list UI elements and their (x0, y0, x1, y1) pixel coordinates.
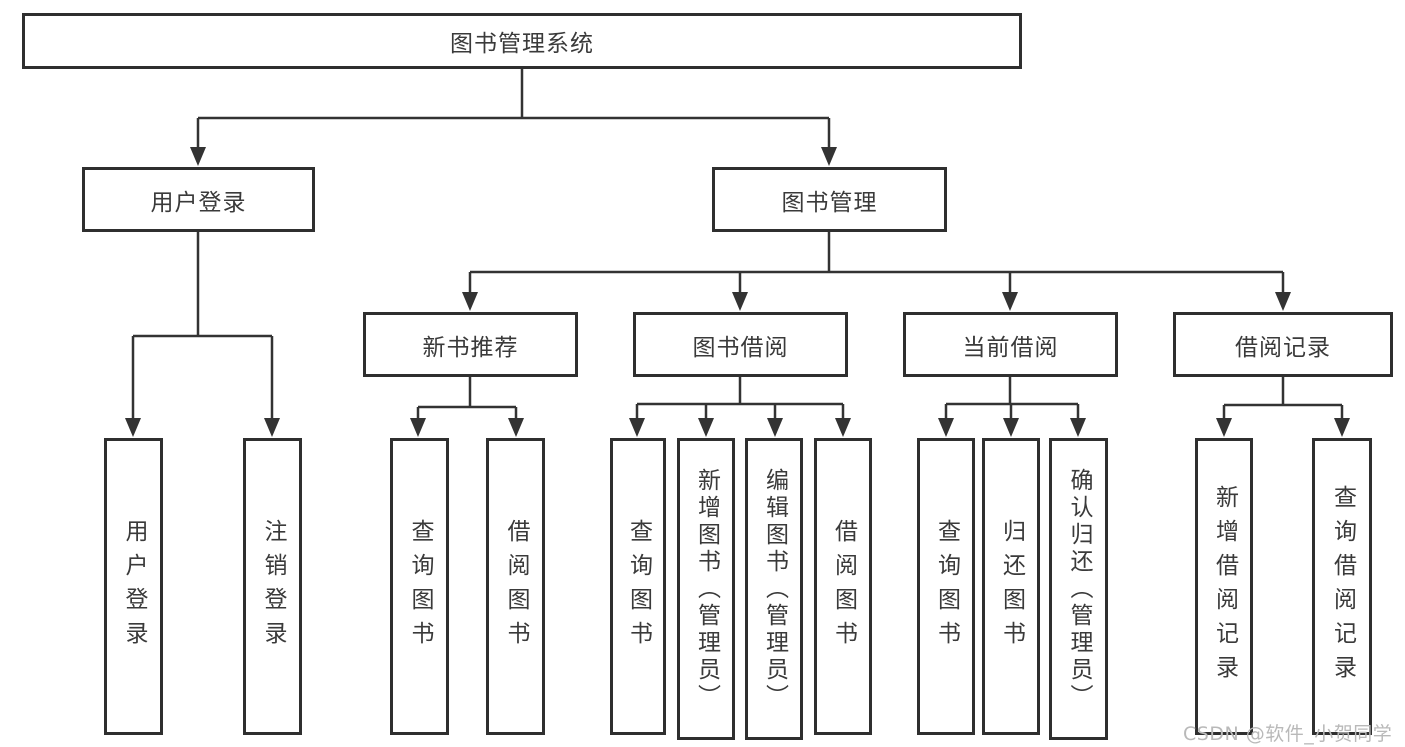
node-label: 归还图书 (998, 518, 1025, 655)
node-leaf-borrow-books-2: 借阅图书 (814, 438, 872, 735)
node-leaf-query-borrow-record: 查询借阅记录 (1312, 438, 1372, 735)
arrowhead (767, 418, 783, 437)
arrowhead (732, 292, 748, 311)
arrowhead (410, 418, 426, 437)
connector-mgmt-to-modules (468, 232, 1285, 294)
connector-recommend-to-leaves (416, 376, 518, 420)
arrowhead (821, 147, 837, 166)
node-book-borrow: 图书借阅 (633, 312, 848, 377)
node-label: 当前借阅 (962, 334, 1059, 361)
arrowhead (190, 147, 206, 166)
arrowhead (1002, 292, 1018, 311)
node-label: 新书推荐 (422, 334, 519, 361)
node-leaf-confirm-return-admin: 确认归还（管理员） (1049, 438, 1108, 740)
node-current-borrow: 当前借阅 (903, 312, 1118, 377)
node-leaf-logout: 注销登录 (243, 438, 302, 735)
csdn-watermark: CSDN @软件_小贺同学 (1183, 723, 1393, 745)
node-user-login: 用户登录 (82, 167, 315, 232)
node-label: 图书管理 (781, 189, 878, 216)
connector-current-to-leaves (944, 377, 1080, 420)
arrowhead (1070, 418, 1086, 437)
arrowhead (462, 292, 478, 311)
arrowhead (1275, 292, 1291, 311)
arrowhead (264, 418, 280, 437)
node-leaf-user-login: 用户登录 (104, 438, 163, 735)
node-label: 图书管理系统 (450, 31, 594, 57)
connector-paths (131, 69, 1344, 420)
node-leaf-edit-books-admin: 编辑图书（管理员） (745, 438, 803, 740)
node-label: 新增借阅记录 (1211, 484, 1238, 689)
arrowhead (508, 418, 524, 437)
arrowheads (125, 147, 1350, 437)
node-leaf-query-books-1: 查询图书 (390, 438, 449, 735)
arrowhead (1003, 418, 1019, 437)
node-leaf-add-borrow-record: 新增借阅记录 (1195, 438, 1253, 735)
node-root-system: 图书管理系统 (22, 13, 1022, 69)
arrowhead (629, 418, 645, 437)
node-label: 查询图书 (407, 518, 433, 655)
node-label: 用户登录 (150, 189, 247, 216)
node-leaf-borrow-books-1: 借阅图书 (486, 438, 545, 735)
connector-borrow-to-leaves (635, 377, 845, 420)
node-borrow-records: 借阅记录 (1173, 312, 1393, 377)
node-leaf-query-books-2: 查询图书 (610, 438, 666, 735)
node-label: 用户登录 (121, 518, 147, 655)
arrowhead (1216, 418, 1232, 437)
node-label: 注销登录 (260, 518, 286, 655)
node-label: 借阅图书 (503, 518, 529, 655)
node-label: 借阅记录 (1235, 334, 1331, 361)
node-label: 编辑图书（管理员） (761, 467, 788, 711)
node-label: 图书借阅 (692, 334, 789, 361)
node-new-book-recommend: 新书推荐 (363, 312, 578, 377)
connector-records-to-leaves (1222, 377, 1344, 420)
arrowhead (835, 418, 851, 437)
node-label: 查询图书 (933, 518, 960, 655)
node-leaf-add-books-admin: 新增图书（管理员） (677, 438, 735, 740)
node-book-management: 图书管理 (712, 167, 947, 232)
arrowhead (125, 418, 141, 437)
connector-root-to-branches (196, 69, 831, 150)
node-label: 确认归还（管理员） (1066, 467, 1092, 711)
node-label: 查询借阅记录 (1329, 484, 1356, 689)
arrowhead (1334, 418, 1350, 437)
arrowhead (698, 418, 714, 437)
arrowhead (938, 418, 954, 437)
node-label: 新增图书（管理员） (693, 467, 720, 711)
node-leaf-query-books-3: 查询图书 (917, 438, 975, 735)
node-label: 借阅图书 (830, 518, 857, 655)
node-leaf-return-books: 归还图书 (982, 438, 1040, 735)
connector-login-to-leaves (131, 232, 274, 420)
node-label: 查询图书 (625, 518, 652, 655)
